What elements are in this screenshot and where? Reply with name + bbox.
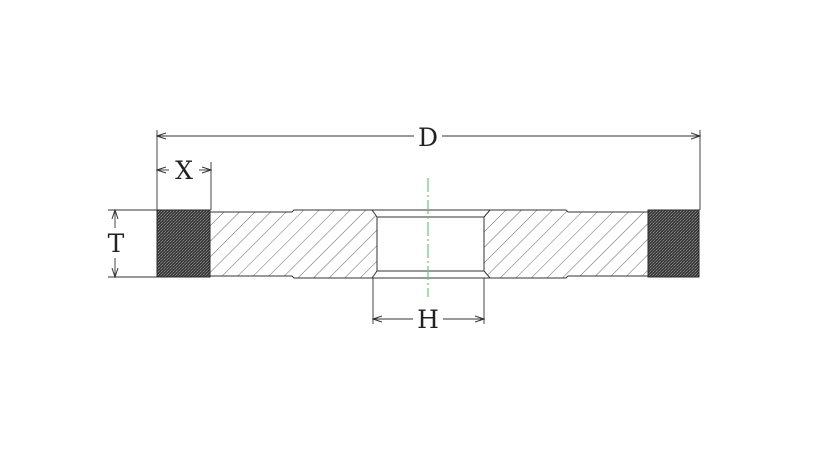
dimension-label-x: X — [175, 156, 193, 185]
abrasive-layer-right — [647, 209, 700, 278]
dimension-h: H — [373, 305, 484, 334]
dimension-label-d: D — [418, 123, 438, 152]
dimension-label-h: H — [417, 305, 439, 334]
wheel-body-right — [483, 209, 649, 279]
dimension-x: X — [157, 156, 211, 185]
wheel-body-left — [209, 209, 378, 279]
bore — [372, 209, 490, 279]
dimension-label-t: T — [108, 229, 125, 258]
dimension-t: T — [108, 210, 125, 277]
abrasive-layer-left — [156, 209, 211, 278]
dimension-d: D — [157, 123, 700, 152]
